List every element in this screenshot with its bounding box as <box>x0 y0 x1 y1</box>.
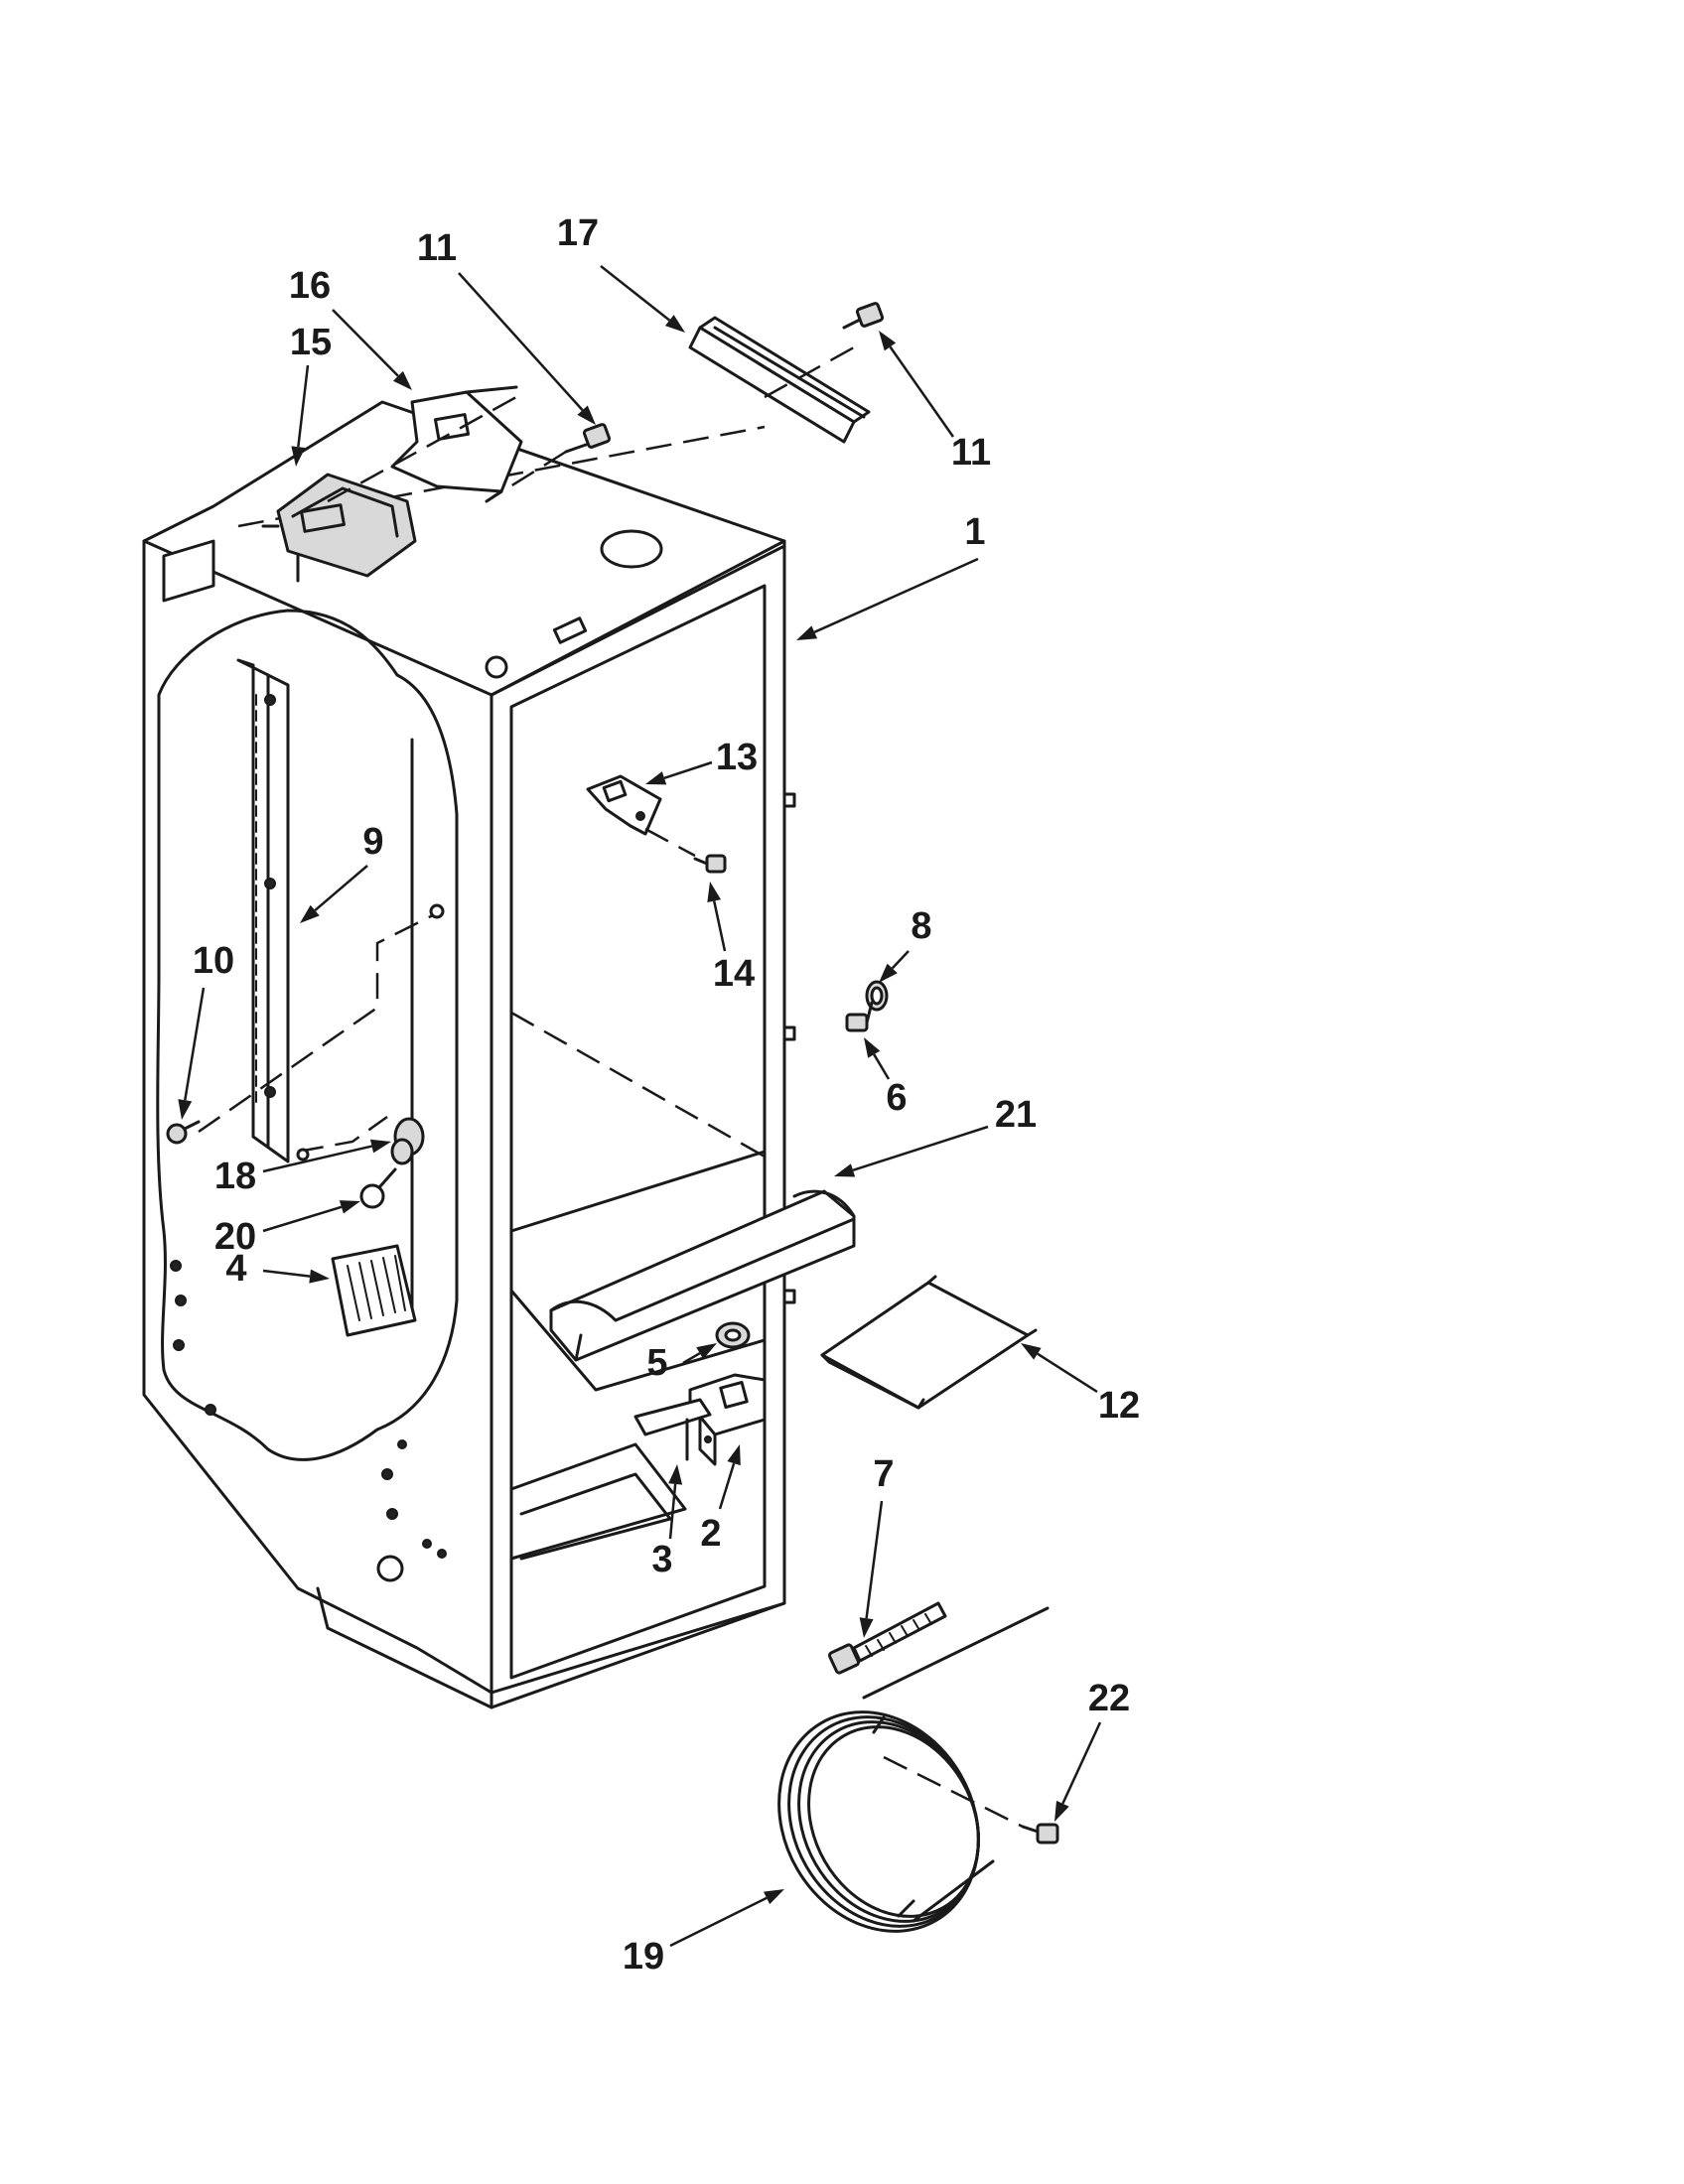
part-11-screw-right <box>842 302 885 330</box>
leader-arrow-19 <box>669 1889 784 1948</box>
callout-8: 8 <box>911 905 931 947</box>
leader-arrow-21 <box>834 1125 989 1177</box>
cabinet-liner <box>142 400 796 1709</box>
callout-20: 20 <box>214 1216 256 1258</box>
leader-arrow-8 <box>879 950 910 983</box>
callout-21: 21 <box>995 1094 1037 1136</box>
leader-arrow-2 <box>718 1444 741 1510</box>
callout-5: 5 <box>646 1342 667 1384</box>
part-11-screw-left <box>486 423 612 503</box>
leader-arrow-12 <box>1021 1343 1098 1394</box>
part-3-bracket <box>633 1398 712 1461</box>
part-10-screw <box>166 1120 201 1145</box>
part-21-cover <box>549 1189 856 1362</box>
part-17-rail <box>688 316 871 444</box>
part-2-bracket <box>688 1373 767 1466</box>
leader-arrow-22 <box>1054 1721 1102 1822</box>
callout-11-right: 11 <box>951 432 991 474</box>
part-13-bracket <box>586 774 696 858</box>
callout-13: 13 <box>716 737 758 778</box>
part-18-socket <box>296 1115 425 1165</box>
leader-arrow-13 <box>645 760 713 785</box>
part-4-grille <box>331 1244 417 1337</box>
callout-10: 10 <box>193 940 234 982</box>
callout-19: 19 <box>623 1936 664 1978</box>
leader-arrow-10 <box>178 987 206 1120</box>
leader-arrow-16 <box>332 309 412 390</box>
callout-6: 6 <box>886 1077 907 1119</box>
callout-arrows <box>178 265 1102 1948</box>
leader-arrow-1 <box>796 557 979 640</box>
callout-1: 1 <box>964 511 985 553</box>
leader-arrow-4 <box>262 1269 330 1284</box>
callout-11-top: 11 <box>417 227 457 269</box>
part-19-tubing <box>777 1606 1050 1933</box>
leader-arrow-11-right <box>879 331 955 438</box>
leader-arrow-18 <box>262 1139 391 1173</box>
part-22-screw <box>1021 1823 1059 1844</box>
callout-labels: 17 11 16 15 11 1 13 9 14 10 8 6 21 18 20… <box>193 212 1140 1978</box>
callout-3: 3 <box>651 1539 672 1580</box>
callout-7: 7 <box>873 1453 894 1495</box>
part-6-screw <box>845 1001 874 1032</box>
callout-4: 4 <box>225 1248 246 1290</box>
leader-arrow-11-top <box>458 272 596 425</box>
leader-arrow-20 <box>262 1200 360 1233</box>
leader-arrow-17 <box>600 265 685 333</box>
leader-arrow-3 <box>668 1464 683 1540</box>
callout-17: 17 <box>557 212 599 254</box>
part-15-housing <box>261 473 417 583</box>
part-9-channel <box>198 658 445 1163</box>
leader-arrow-15 <box>291 364 310 467</box>
part-5-grommet <box>715 1321 751 1349</box>
part-20-bulb <box>359 1167 397 1209</box>
leader-arrow-9 <box>300 865 368 923</box>
callout-15: 15 <box>290 322 332 363</box>
callout-14: 14 <box>713 953 755 995</box>
leader-arrow-7 <box>859 1500 884 1638</box>
part-7-cable-tie <box>827 1601 947 1675</box>
callout-22: 22 <box>1088 1678 1130 1719</box>
callout-12: 12 <box>1098 1385 1140 1427</box>
part-12-panel <box>820 1275 1038 1410</box>
leader-arrow-14 <box>707 882 727 952</box>
part-14-screw <box>693 854 727 874</box>
callout-9: 9 <box>362 821 383 863</box>
callout-2: 2 <box>700 1513 721 1555</box>
callout-18: 18 <box>214 1156 256 1197</box>
leader-arrow-5 <box>682 1343 717 1365</box>
callout-16: 16 <box>289 265 331 307</box>
leader-arrow-6 <box>864 1037 891 1080</box>
